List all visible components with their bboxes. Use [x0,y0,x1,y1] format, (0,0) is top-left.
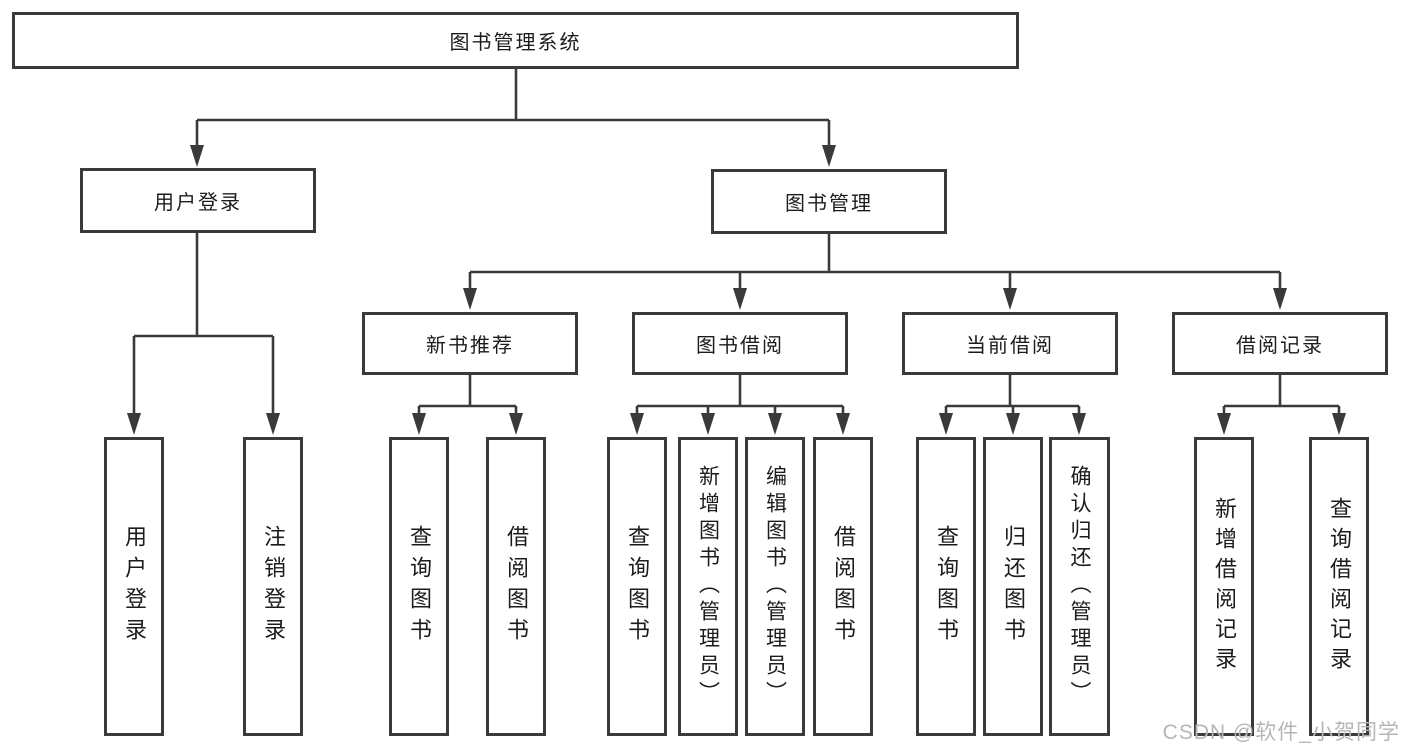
leaf-return-books: 归还图书 [983,437,1043,736]
leaf-borrow-books-borrowing-label: 借阅图书 [831,524,856,649]
node-root-label: 图书管理系统 [449,32,582,54]
leaf-confirm-return-admin: 确认归还（管理员） [1049,437,1110,736]
leaf-borrow-books-recommend: 借阅图书 [486,437,546,736]
node-current-borrowing: 当前借阅 [902,312,1118,375]
node-book-management-label: 图书管理 [785,193,873,215]
leaf-edit-books-admin-label: 编辑图书（管理员） [763,465,787,708]
node-user-login-label: 用户登录 [154,192,242,214]
node-borrowing-records-label: 借阅记录 [1236,335,1324,357]
node-user-login: 用户登录 [80,168,316,233]
leaf-add-borrow-record: 新增借阅记录 [1194,437,1254,736]
leaf-add-borrow-record-label: 新增借阅记录 [1212,496,1237,677]
leaf-add-books-admin-label: 新增图书（管理员） [696,465,720,708]
node-new-book-recommend-label: 新书推荐 [426,335,514,357]
node-book-borrowing-label: 图书借阅 [696,335,784,357]
leaf-logout: 注销登录 [243,437,303,736]
leaf-query-borrow-record: 查询借阅记录 [1309,437,1369,736]
node-new-book-recommend: 新书推荐 [362,312,578,375]
leaf-add-books-admin: 新增图书（管理员） [678,437,738,736]
leaf-user-login: 用户登录 [104,437,164,736]
leaf-edit-books-admin: 编辑图书（管理员） [745,437,805,736]
leaf-confirm-return-admin-label: 确认归还（管理员） [1068,465,1091,708]
leaf-query-books-current: 查询图书 [916,437,976,736]
node-book-management: 图书管理 [711,169,947,234]
leaf-query-books-borrowing-label: 查询图书 [625,524,650,649]
node-borrowing-records: 借阅记录 [1172,312,1388,375]
leaf-borrow-books-recommend-label: 借阅图书 [504,524,529,649]
leaf-query-books-current-label: 查询图书 [934,524,959,649]
node-current-borrowing-label: 当前借阅 [966,335,1054,357]
leaf-return-books-label: 归还图书 [1001,524,1026,649]
leaf-borrow-books-borrowing: 借阅图书 [813,437,873,736]
node-root-system: 图书管理系统 [12,12,1019,69]
leaf-user-login-label: 用户登录 [122,524,147,649]
leaf-query-books-recommend-label: 查询图书 [407,524,432,649]
leaf-query-books-recommend: 查询图书 [389,437,449,736]
node-book-borrowing: 图书借阅 [632,312,848,375]
leaf-query-books-borrowing: 查询图书 [607,437,667,736]
leaf-query-borrow-record-label: 查询借阅记录 [1327,496,1352,677]
leaf-logout-label: 注销登录 [261,524,286,649]
csdn-watermark: CSDN @软件_小贺同学 [1162,721,1400,744]
